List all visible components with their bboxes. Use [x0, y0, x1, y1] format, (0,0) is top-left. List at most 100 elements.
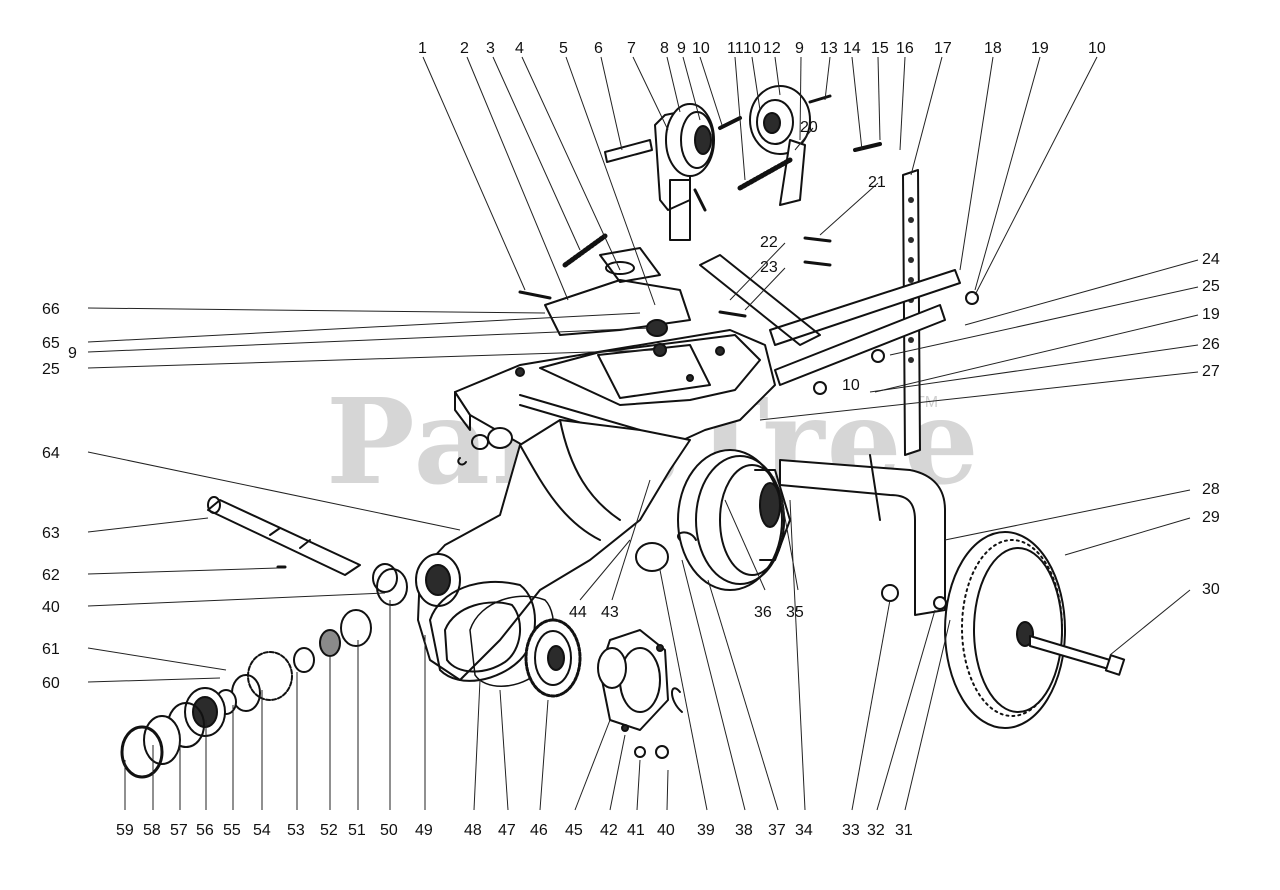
- adjustment-bar: [774, 304, 946, 386]
- spring: [737, 157, 793, 191]
- gear: [524, 618, 582, 698]
- callout-51: 51: [348, 822, 366, 839]
- callout-48: 48: [464, 822, 482, 839]
- callout-12: 12: [763, 40, 781, 57]
- callout-8: 8: [660, 40, 669, 57]
- callout-10: 10: [692, 40, 710, 57]
- callout-40: 40: [42, 599, 60, 616]
- callout-42: 42: [600, 822, 618, 839]
- callout-34: 34: [795, 822, 813, 839]
- callout-31: 31: [895, 822, 913, 839]
- callout-56: 56: [196, 822, 214, 839]
- callout-58: 58: [143, 822, 161, 839]
- callout-50: 50: [380, 822, 398, 839]
- watermark-trademark: TM: [915, 394, 939, 411]
- transmission-housing: [417, 419, 691, 681]
- callout-32: 32: [867, 822, 885, 839]
- callout-23: 23: [760, 259, 778, 276]
- callout-11: 11: [727, 40, 744, 57]
- callout-17: 17: [934, 40, 952, 57]
- callout-9b: 9: [795, 40, 804, 57]
- callout-65: 65: [42, 335, 60, 352]
- callout-45: 45: [565, 822, 583, 839]
- callout-29: 29: [1202, 509, 1220, 526]
- link-plate: [699, 254, 821, 346]
- bearing-stack: [120, 563, 408, 779]
- callout-66: 66: [42, 301, 60, 318]
- callout-64: 64: [42, 445, 60, 462]
- callout-47: 47: [498, 822, 516, 839]
- callout-61: 61: [42, 641, 60, 658]
- callout-52: 52: [320, 822, 338, 839]
- callout-30: 30: [1202, 581, 1220, 598]
- callout-10c: 10: [1088, 40, 1106, 57]
- callout-2: 2: [460, 40, 469, 57]
- callout-59: 59: [116, 822, 134, 839]
- callout-46: 46: [530, 822, 548, 839]
- callout-3: 3: [486, 40, 495, 57]
- callout-26: 26: [1202, 336, 1220, 353]
- linkage-plate: [544, 279, 691, 336]
- vertical-bracket: [902, 169, 921, 456]
- callout-9: 9: [677, 40, 686, 57]
- callout-25: 25: [1202, 278, 1220, 295]
- drive-pulley: [677, 449, 791, 591]
- callout-27: 27: [1202, 363, 1220, 380]
- callout-10d: 10: [842, 377, 860, 394]
- callout-63: 63: [42, 525, 60, 542]
- callout-21: 21: [868, 174, 886, 191]
- callout-37: 37: [768, 822, 786, 839]
- callout-10b: 10: [743, 40, 761, 57]
- bushing: [635, 542, 669, 572]
- bearing-cap: [597, 629, 669, 732]
- wheel: [944, 531, 1066, 729]
- callout-43: 43: [601, 604, 619, 621]
- callout-19: 19: [1031, 40, 1049, 57]
- callout-14: 14: [843, 40, 861, 57]
- housing-flange: [429, 580, 536, 682]
- callout-5: 5: [559, 40, 568, 57]
- frame-plate-top: [539, 334, 761, 406]
- idler-pulley-2: [749, 85, 811, 206]
- callout-49: 49: [415, 822, 433, 839]
- idler-arm: [669, 179, 691, 241]
- idler-pulley: [654, 103, 715, 211]
- callout-18: 18: [984, 40, 1002, 57]
- callout-13: 13: [820, 40, 838, 57]
- retaining-ring: [671, 687, 683, 713]
- axle-shaft: [207, 496, 361, 576]
- callout-40b: 40: [657, 822, 675, 839]
- spring-2: [562, 233, 608, 268]
- callout-6: 6: [594, 40, 603, 57]
- callout-22: 22: [760, 234, 778, 251]
- callout-4: 4: [515, 40, 524, 57]
- top-bolt: [604, 139, 653, 163]
- wheel-frame: [779, 459, 946, 616]
- callout-33: 33: [842, 822, 860, 839]
- callout-7: 7: [627, 40, 636, 57]
- callout-20: 20: [800, 119, 818, 136]
- callout-15: 15: [871, 40, 889, 57]
- frame-plate: [454, 329, 776, 456]
- callout-41: 41: [627, 822, 645, 839]
- callout-24: 24: [1202, 251, 1220, 268]
- callout-44: 44: [569, 604, 587, 621]
- callout-9c: 9: [68, 345, 77, 362]
- callout-62: 62: [42, 567, 60, 584]
- callout-28: 28: [1202, 481, 1220, 498]
- callout-19b: 19: [1202, 306, 1220, 323]
- callout-55: 55: [223, 822, 241, 839]
- callout-16: 16: [896, 40, 914, 57]
- callout-38: 38: [735, 822, 753, 839]
- callout-35: 35: [786, 604, 804, 621]
- callout-53: 53: [287, 822, 305, 839]
- callout-1: 1: [418, 40, 427, 57]
- callout-36: 36: [754, 604, 772, 621]
- cross-bar: [769, 269, 961, 346]
- callout-60: 60: [42, 675, 60, 692]
- callout-25b: 25: [42, 361, 60, 378]
- callout-57: 57: [170, 822, 188, 839]
- callout-54: 54: [253, 822, 271, 839]
